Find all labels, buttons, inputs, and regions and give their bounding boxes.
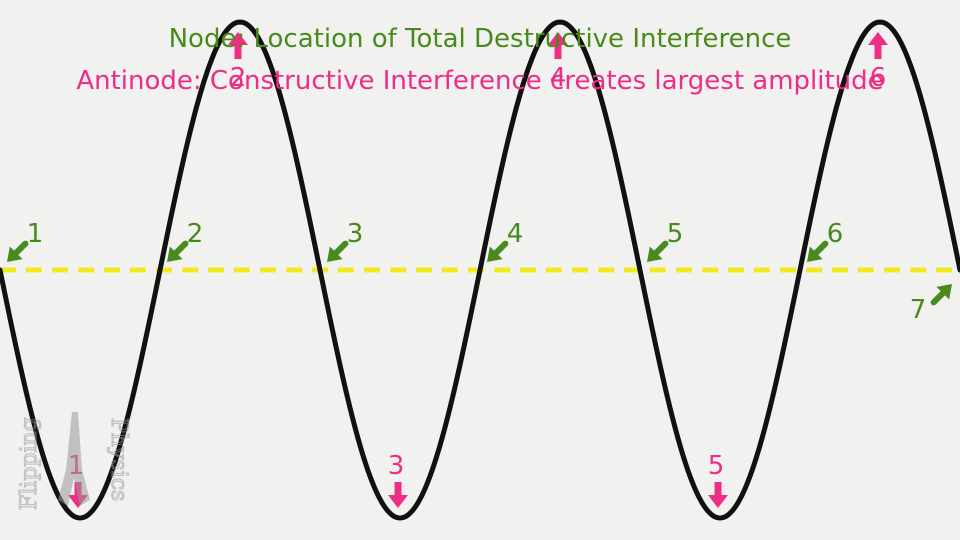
node-label-2: 2 [187, 219, 204, 249]
antinode-arrow-6-head [868, 32, 888, 45]
node-arrow-7 [930, 284, 952, 306]
antinode-arrow-5-head [708, 495, 728, 508]
node-arrow-7-shaft [930, 290, 946, 306]
watermark-word-1: Flipping [17, 417, 42, 510]
node-label-5: 5 [667, 219, 684, 249]
antinode-label-2: 2 [230, 63, 247, 93]
node-arrow-6 [807, 240, 829, 262]
antinode-arrow-5-shaft [714, 482, 722, 496]
node-definition: Node: Location of Total Destructive Inte… [168, 24, 792, 54]
node-arrow-5-head [647, 246, 663, 262]
flipping-physics-logo: Flipping Physics [16, 412, 132, 511]
antinode-arrow-3 [388, 482, 408, 508]
node-arrow-7-head [936, 284, 952, 300]
node-label-3: 3 [347, 219, 364, 249]
standing-wave [0, 19, 960, 521]
markers: 1234567123456 [7, 32, 952, 508]
node-arrow-3 [327, 240, 349, 262]
node-label-7: 7 [910, 295, 927, 325]
node-arrow-6-head [807, 246, 823, 262]
node-arrow-4 [487, 240, 509, 262]
node-arrow-3-head [327, 246, 343, 262]
antinode-label-4: 4 [550, 63, 567, 93]
antinode-definition: Antinode: Constructive Interference crea… [76, 66, 884, 96]
antinode-arrow-4-head [548, 32, 568, 45]
node-arrow-1-head [7, 246, 23, 262]
node-arrow-5 [647, 240, 669, 262]
antinode-arrow-5 [708, 482, 728, 508]
node-arrow-4-shaft [493, 240, 509, 256]
node-arrow-4-head [487, 246, 503, 262]
node-arrow-2 [167, 240, 189, 262]
antinode-arrow-2-head [228, 32, 248, 45]
node-arrow-1 [7, 240, 29, 262]
watermark-word-2: Physics [106, 418, 131, 501]
antinode-arrow-6-shaft [874, 45, 882, 59]
node-arrow-5-shaft [653, 240, 669, 256]
antinode-arrow-2-shaft [234, 45, 242, 59]
node-arrow-6-shaft [813, 240, 829, 256]
antinode-label-3: 3 [388, 451, 405, 481]
antinode-label-5: 5 [708, 451, 725, 481]
node-label-1: 1 [27, 219, 44, 249]
antinode-arrow-3-head [388, 495, 408, 508]
node-arrow-1-shaft [13, 240, 29, 256]
antinode-arrow-2 [228, 32, 248, 59]
node-arrow-3-shaft [333, 240, 349, 256]
antinode-arrow-4 [548, 32, 568, 59]
watermark-figure [58, 412, 90, 506]
node-arrow-2-shaft [173, 240, 189, 256]
antinode-arrow-4-shaft [554, 45, 562, 59]
node-arrow-2-head [167, 246, 183, 262]
antinode-arrow-3-shaft [394, 482, 402, 496]
antinode-label-6: 6 [870, 63, 887, 93]
node-label-4: 4 [507, 219, 524, 249]
antinode-arrow-6 [868, 32, 888, 59]
node-label-6: 6 [827, 219, 844, 249]
